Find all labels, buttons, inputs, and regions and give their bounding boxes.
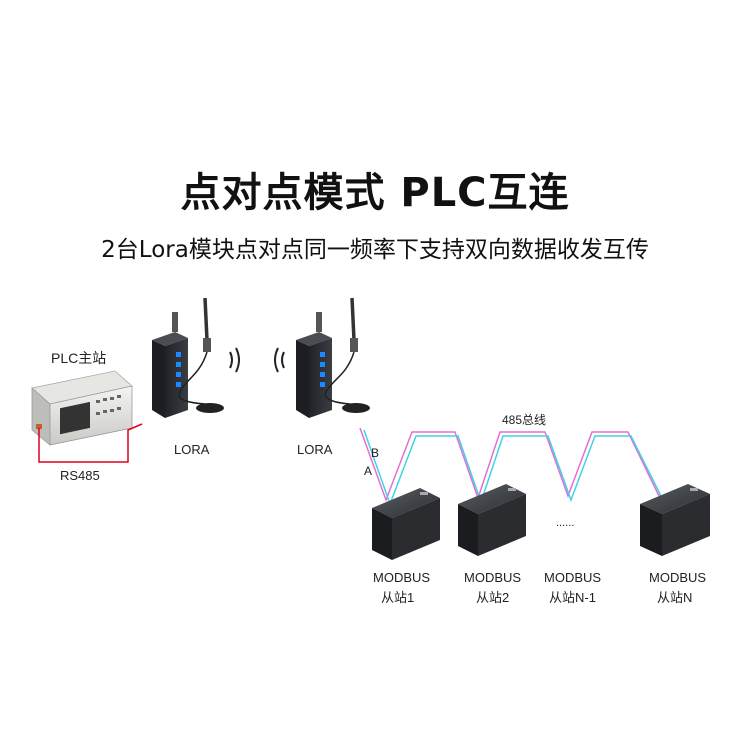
bus-ellipsis: ......	[556, 517, 574, 529]
lora-label-1: LORA	[174, 442, 210, 457]
antenna-icon	[203, 297, 209, 341]
slave-2-type: MODBUS	[464, 570, 521, 585]
slave-2-name: 从站2	[476, 590, 509, 605]
wifi-signal-icon	[274, 347, 285, 373]
status-leds	[176, 352, 181, 387]
slave-n-type: MODBUS	[649, 570, 706, 585]
modbus-slave-2: MODBUS 从站2	[458, 484, 526, 605]
bus-line-a	[359, 427, 661, 503]
status-leds	[320, 352, 325, 387]
bus-label: 485总线	[502, 413, 546, 427]
rs485-wire	[38, 423, 143, 463]
line-a-label: A	[364, 464, 372, 478]
lora-module-2: LORA	[274, 297, 370, 457]
diagram-subtitle: 2台Lora模块点对点同一频率下支持双向数据收发互传	[101, 237, 649, 263]
plc-label: PLC主站	[51, 350, 106, 366]
antenna-icon	[350, 297, 356, 341]
line-b-label: B	[371, 446, 379, 460]
lora-module-1: LORA	[152, 297, 240, 457]
bus-line-b	[363, 429, 665, 507]
lora-label-2: LORA	[297, 442, 333, 457]
rs485-label: RS485	[60, 468, 100, 483]
wifi-signal-icon	[229, 347, 240, 373]
modbus-slave-n: MODBUS 从站N	[640, 484, 710, 605]
slave-n-1-type: MODBUS	[544, 570, 601, 585]
modbus-slave-1: MODBUS 从站1	[372, 488, 440, 605]
slave-1-type: MODBUS	[373, 570, 430, 585]
diagram-title: 点对点模式 PLC互连	[180, 170, 570, 216]
slave-n-name: 从站N	[657, 590, 692, 605]
plc-master: PLC主站	[31, 350, 133, 446]
rs485-bus: 485总线 B A ......	[359, 413, 665, 529]
slave-n-1-name: 从站N-1	[549, 590, 596, 605]
slave-1-name: 从站1	[381, 590, 414, 605]
